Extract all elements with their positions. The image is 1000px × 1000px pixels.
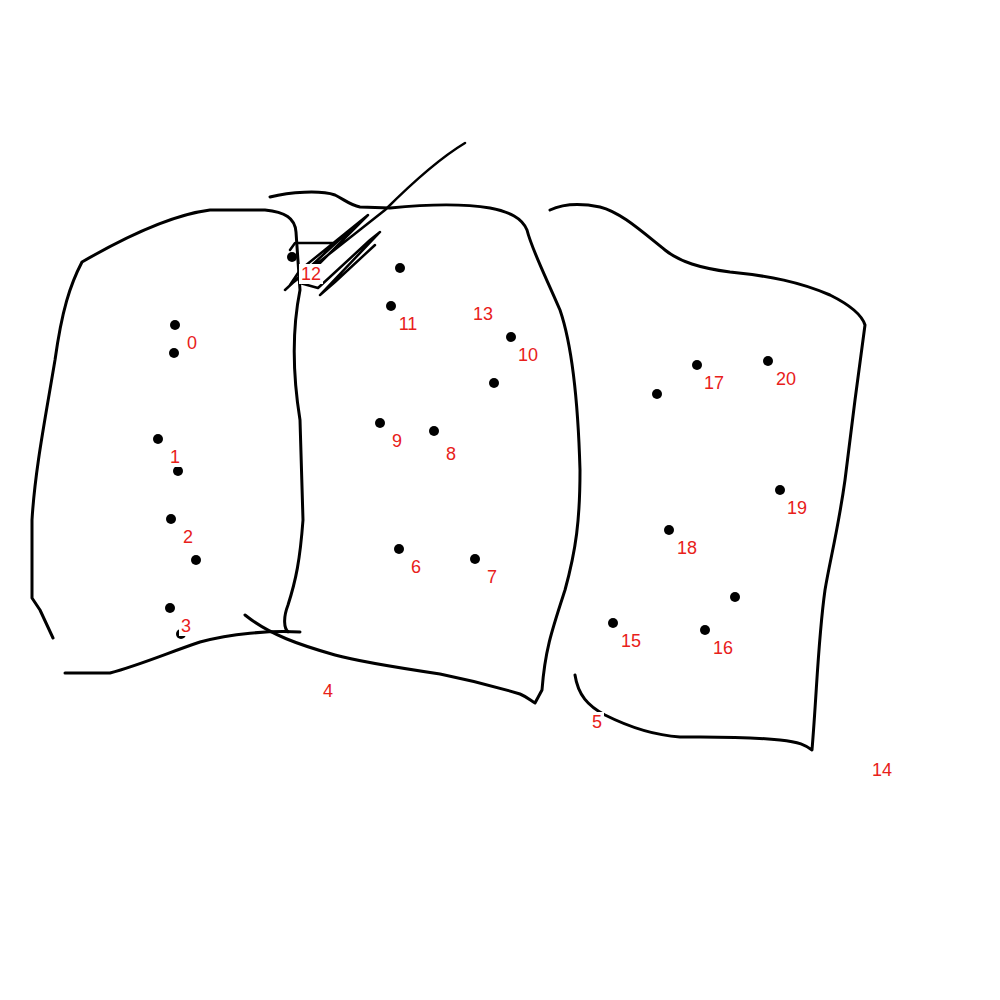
callout-number: 14 bbox=[870, 760, 894, 780]
callout-number: 5 bbox=[590, 712, 604, 732]
callout-number: 17 bbox=[702, 373, 726, 393]
middle-region bbox=[245, 192, 580, 703]
callout-number: 10 bbox=[516, 345, 540, 365]
scribble-mark bbox=[285, 143, 465, 295]
callout-number: 18 bbox=[675, 538, 699, 558]
callout-number: 3 bbox=[179, 616, 193, 636]
callout-number: 9 bbox=[390, 431, 404, 451]
callout-number: 16 bbox=[711, 638, 735, 658]
callout-number: 15 bbox=[619, 631, 643, 651]
callout-number: 1 bbox=[168, 447, 182, 467]
callout-number: 6 bbox=[409, 557, 423, 577]
callout-number: 20 bbox=[774, 369, 798, 389]
callout-number: 8 bbox=[444, 444, 458, 464]
callout-number: 11 bbox=[397, 314, 420, 334]
callout-number: 2 bbox=[181, 527, 195, 547]
right-region bbox=[550, 205, 865, 750]
callout-number: 12 bbox=[299, 264, 323, 284]
callout-number: 19 bbox=[785, 498, 809, 518]
dot-markers bbox=[153, 252, 785, 639]
callout-number: 4 bbox=[321, 681, 335, 701]
callout-number: 7 bbox=[485, 567, 499, 587]
left-region bbox=[32, 210, 303, 673]
callout-number: 0 bbox=[185, 333, 199, 353]
callout-number: 13 bbox=[471, 304, 495, 324]
